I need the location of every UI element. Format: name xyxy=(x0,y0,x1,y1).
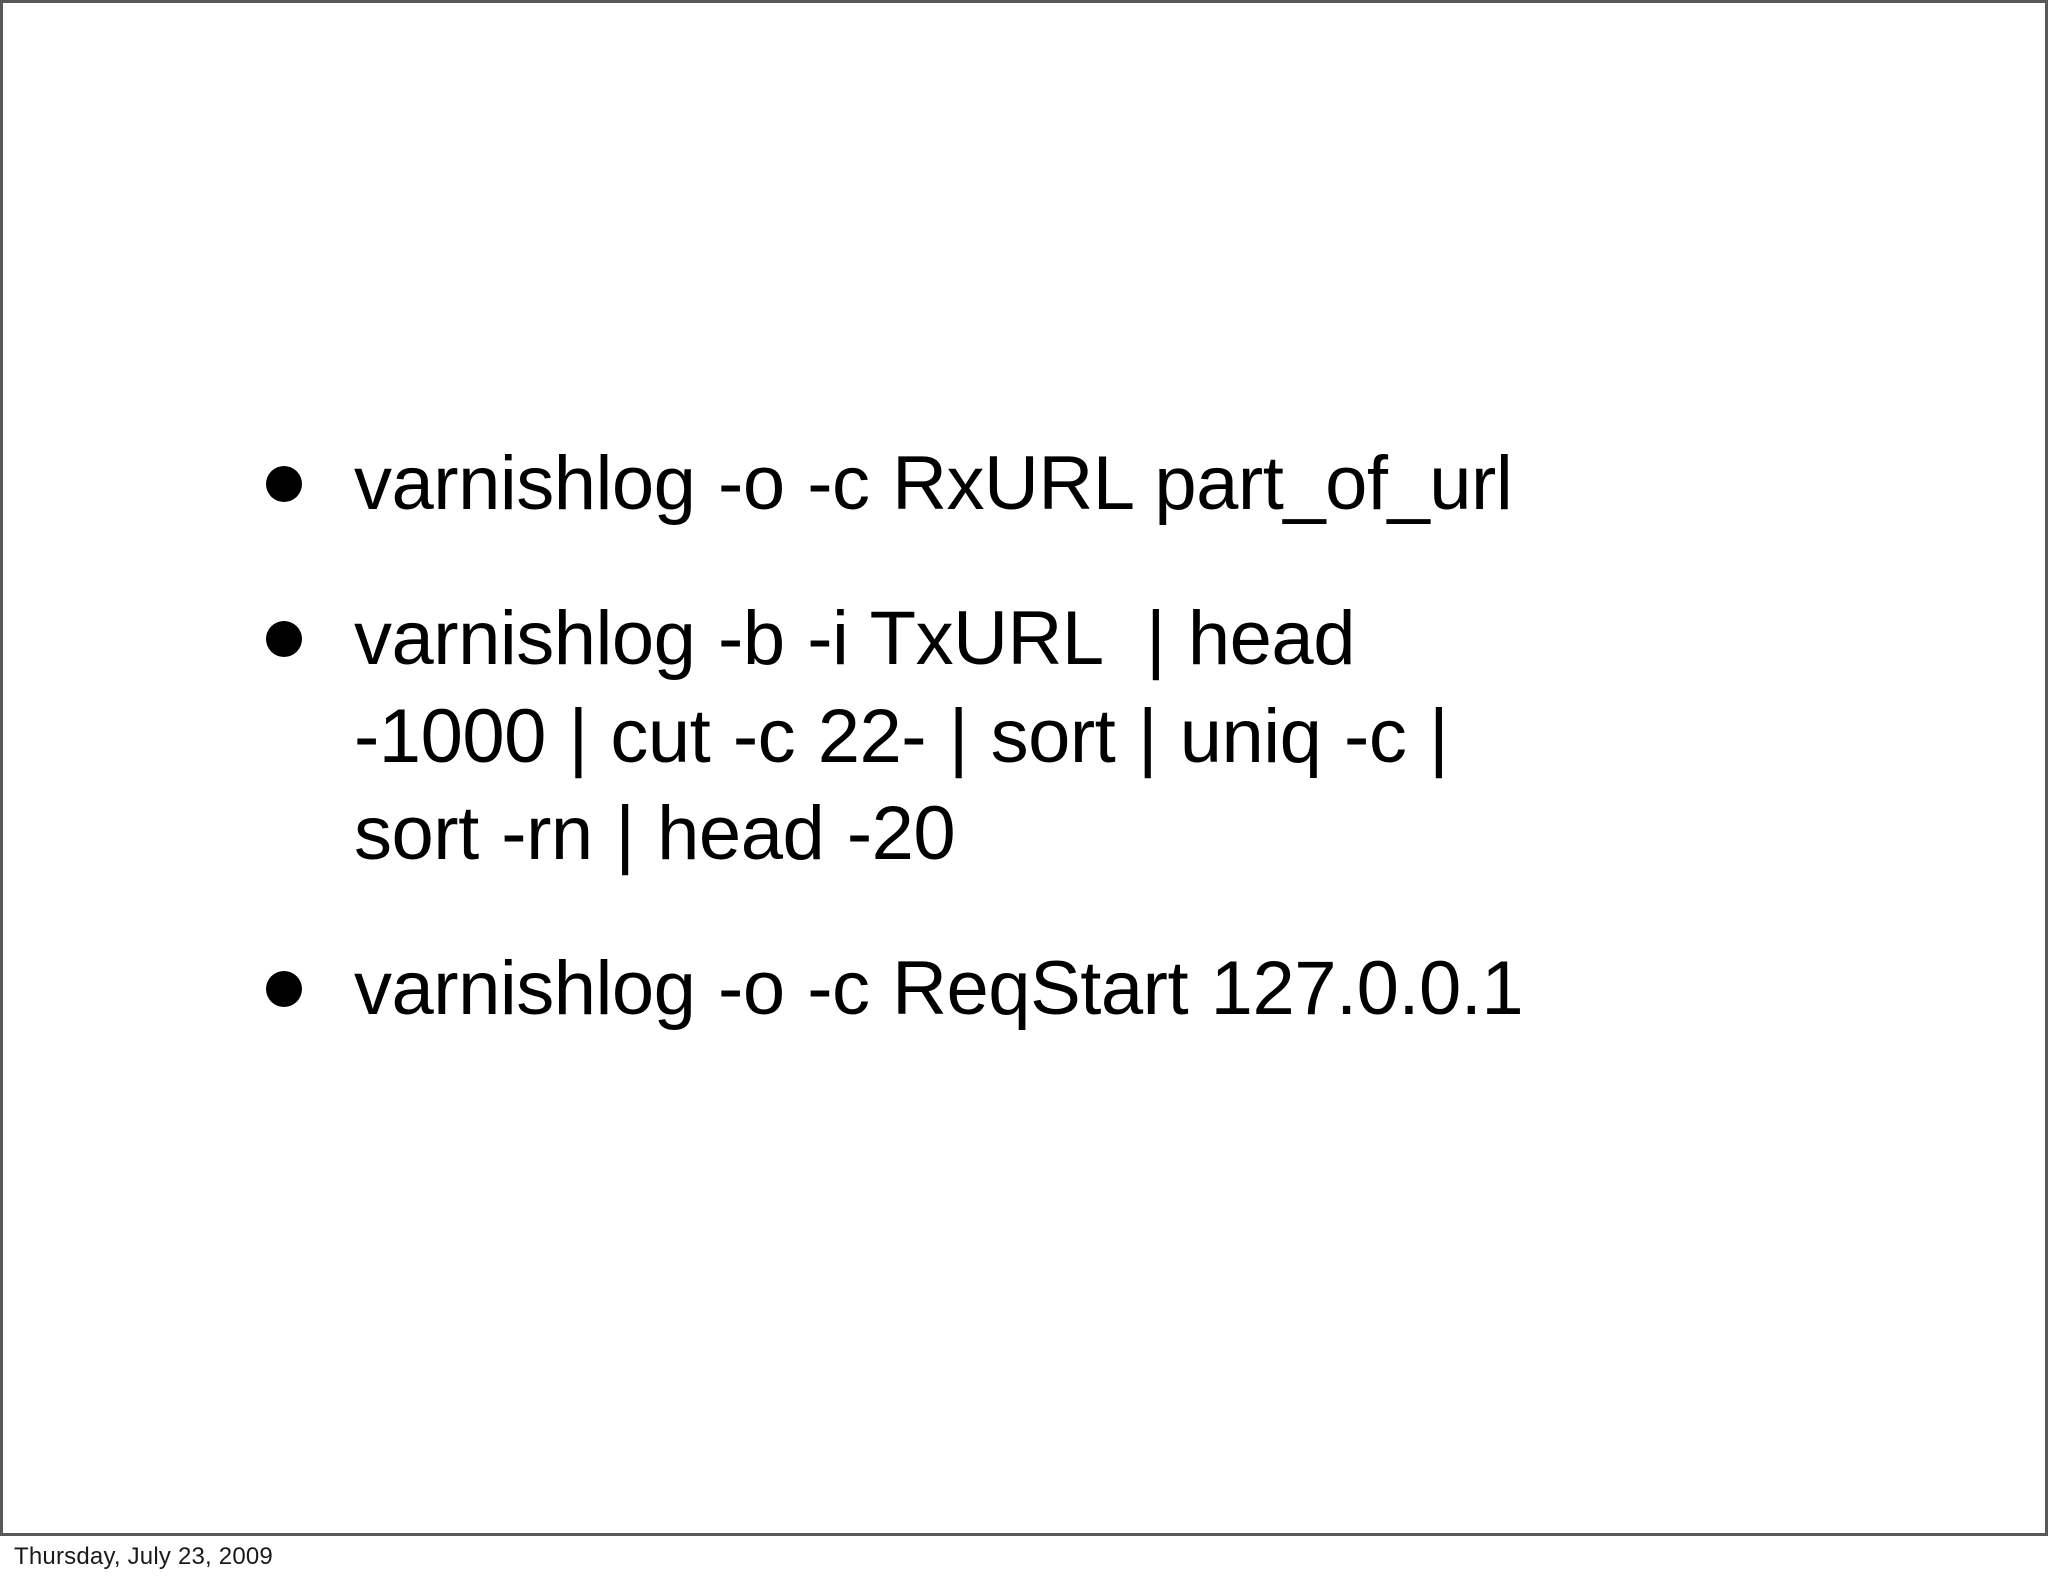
bullet-item: varnishlog -b -i TxURL | head -1000 | cu… xyxy=(266,590,1556,882)
bullet-text: varnishlog -o -c RxURL part_of_url xyxy=(354,441,1513,526)
date-stamp: Thursday, July 23, 2009 xyxy=(14,1543,273,1570)
bullet-icon xyxy=(266,621,302,658)
bullet-text: varnishlog -b -i TxURL | head -1000 | cu… xyxy=(354,596,1471,876)
bullet-item: varnishlog -o -c ReqStart 127.0.0.1 xyxy=(266,940,1556,1037)
bullet-icon xyxy=(266,971,302,1008)
bullet-list: varnishlog -o -c RxURL part_of_url varni… xyxy=(266,435,1556,1037)
slide-canvas: varnishlog -o -c RxURL part_of_url varni… xyxy=(0,0,2048,1536)
bullet-icon xyxy=(266,466,302,502)
bullet-text: varnishlog -o -c ReqStart 127.0.0.1 xyxy=(354,946,1524,1032)
bullet-item: varnishlog -o -c RxURL part_of_url xyxy=(266,435,1556,532)
